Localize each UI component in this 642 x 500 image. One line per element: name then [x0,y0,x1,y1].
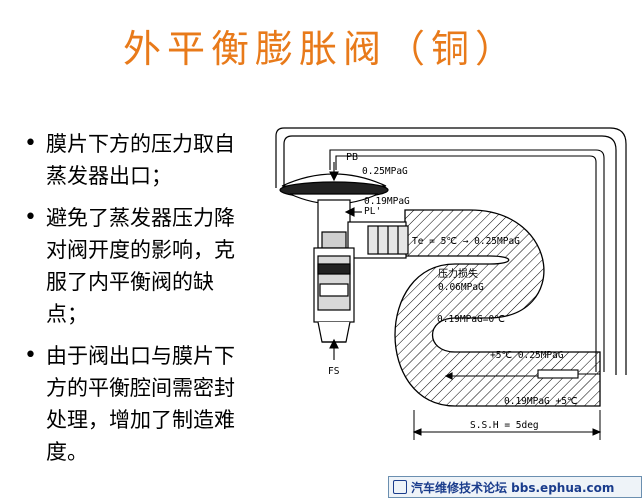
bullet-item: • 膜片下方的压力取自蒸发器出口； [24,128,264,192]
bullet-item: • 由于阀出口与膜片下方的平衡腔间需密封处理，增加了制造难度。 [24,340,264,468]
pl-label: PL' [364,206,381,217]
ssh-dimension [412,410,602,440]
fs-label: FS [328,366,340,377]
footer-text: 汽车维修技术论坛 bbs.ephua.com [411,480,615,495]
pb-value: 0.25MPaG [362,166,408,177]
bullet-text: 膜片下方的压力取自蒸发器出口； [46,132,235,188]
pl-value: 0.19MPaG [364,196,410,207]
loss-label: 压力损失 [438,267,478,280]
forum-logo-icon [393,480,407,494]
diaphragm-head [279,173,389,205]
ssh-label: S.S.H = 5deg [470,420,539,431]
te-label: Te = 5℃ → 0.25MPaG [412,236,520,247]
evaporator-tube [394,209,601,407]
bullet-dot: • [24,131,37,156]
pb-line [329,149,605,372]
bullet-item: • 避免了蒸发器压力降对阀开度的影响，克服了内平衡阀的缺点； [24,202,264,330]
bullet-list: • 膜片下方的压力取自蒸发器出口； • 避免了蒸发器压力降对阀开度的影响，克服了… [24,128,264,478]
pressure-arrows [329,162,362,360]
mid-label: 0.19MPaG=0℃ [437,314,505,325]
bullet-dot: • [24,343,37,368]
valve-body [313,199,409,343]
forum-footer-banner: 汽车维修技术论坛 bbs.ephua.com [388,476,642,498]
bullet-dot: • [24,205,37,230]
bullet-text: 避免了蒸发器压力降对阀开度的影响，克服了内平衡阀的缺点； [46,206,235,326]
bullet-text: 由于阀出口与膜片下方的平衡腔间需密封处理，增加了制造难度。 [46,344,235,464]
outlet-label: 0.19MPaG +5℃ [504,396,578,407]
page-title: 外平衡膨胀阀（铜） [122,27,519,71]
loss-value: 0.06MPaG [438,282,484,293]
equalizer-line [275,127,627,375]
pb-label: PB [346,152,358,163]
inner-label: +5℃ 0.25MPaG [490,350,564,361]
sensing-bulb [444,369,600,380]
